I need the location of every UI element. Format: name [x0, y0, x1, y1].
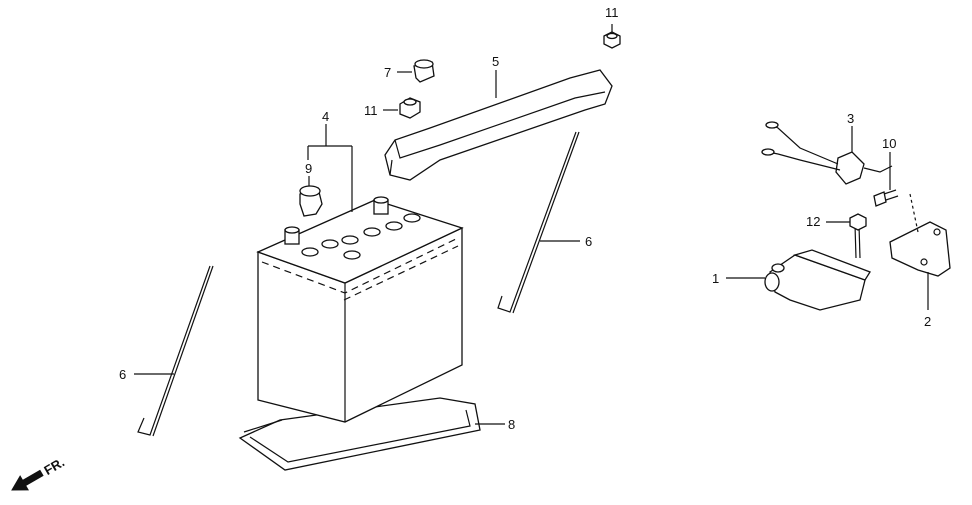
bolt: [849, 213, 867, 259]
coil-bracket: [889, 221, 951, 277]
hold-down-rod-left: [137, 265, 214, 437]
nut-middle: [399, 97, 421, 119]
terminal-cover: [299, 185, 323, 217]
callout-3: 3: [847, 111, 854, 126]
callout-2: 2: [924, 314, 931, 329]
hold-down-rod-right: [497, 131, 580, 314]
callout-12: 12: [806, 214, 820, 229]
leader-lines: [134, 24, 929, 425]
front-arrow-icon: [11, 469, 44, 491]
front-label: FR.: [41, 454, 67, 477]
battery: [256, 196, 464, 423]
callout-5: 5: [492, 54, 499, 69]
battery-hold-down-bracket: [384, 69, 613, 181]
cap: [413, 59, 435, 83]
condenser: [761, 121, 893, 185]
callout-10: 10: [882, 136, 896, 151]
front-direction-indicator: FR.: [11, 454, 67, 491]
callout-11-upper: 11: [605, 5, 619, 20]
ignition-coil: [764, 249, 871, 311]
callout-9: 9: [305, 161, 312, 176]
callout-8: 8: [508, 417, 515, 432]
callout-6-right: 6: [585, 234, 592, 249]
callout-6-left: 6: [119, 367, 126, 382]
callout-11-middle: 11: [364, 103, 378, 118]
screw: [873, 189, 899, 207]
callout-7: 7: [384, 65, 391, 80]
callout-4: 4: [322, 109, 329, 124]
nut-upper: [603, 31, 621, 49]
battery-tray: [238, 397, 481, 471]
callout-1: 1: [712, 271, 719, 286]
